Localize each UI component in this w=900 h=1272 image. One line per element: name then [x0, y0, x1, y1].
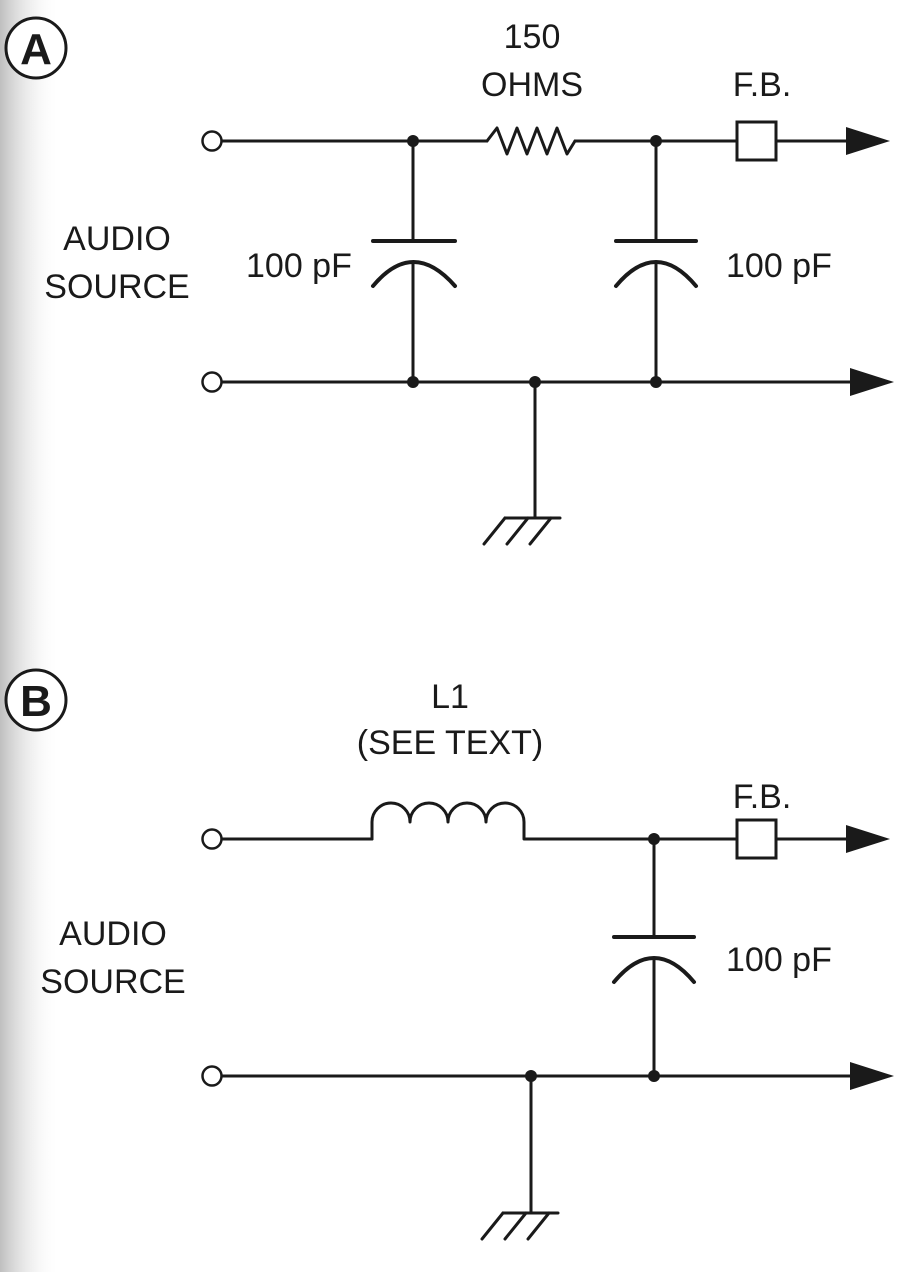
ferrite-bead-label-a: F.B.: [733, 66, 792, 104]
input-terminal-bottom-a: [201, 371, 223, 393]
junction-bottom-right-b: [648, 1070, 660, 1082]
inductor-name-label: L1: [431, 678, 469, 716]
badge-b-ring: [4, 668, 68, 732]
junction-top-right-a: [650, 135, 662, 147]
audio-source-label-a-line2: SOURCE: [44, 268, 189, 306]
input-terminal-top-b: [201, 828, 223, 850]
inductor-symbol: [370, 801, 534, 841]
input-terminal-bottom-b: [201, 1065, 223, 1087]
output-arrow-bottom-b: [850, 1062, 894, 1090]
ferrite-bead-a: [735, 120, 778, 162]
circuit-a-badge: A: [4, 16, 68, 80]
resistor-symbol: [485, 126, 577, 156]
output-arrow-top-b: [846, 825, 890, 853]
junction-top-left-a: [407, 135, 419, 147]
circuit-b-badge: B: [4, 668, 68, 732]
resistor-unit-label: OHMS: [481, 66, 583, 104]
ferrite-bead-b: [735, 818, 778, 860]
capacitor-left-label: 100 pF: [246, 247, 352, 285]
ferrite-bead-label-b: F.B.: [733, 778, 792, 816]
audio-source-label-b-line1: AUDIO: [59, 915, 167, 953]
audio-source-label-a-line1: AUDIO: [63, 220, 171, 258]
junction-bottom-right-a: [650, 376, 662, 388]
scan-edge-shading: [0, 0, 60, 1272]
output-arrow-top-a: [846, 127, 890, 155]
capacitor-label-b: 100 pF: [726, 941, 832, 979]
ground-symbol-a: [482, 380, 562, 546]
badge-a-ring: [4, 16, 68, 80]
badge-b-letter: B: [20, 677, 52, 726]
circuit-b: B L1 (SEE TEXT) F.B. AUDIO SOURCE 100 pF: [4, 668, 894, 1241]
capacitor-right-label: 100 pF: [726, 247, 832, 285]
badge-a-letter: A: [20, 25, 52, 74]
resistor-value-label: 150: [504, 18, 561, 56]
ground-symbol-b: [480, 1074, 560, 1241]
junction-top-b: [648, 833, 660, 845]
circuit-a: A 150 OHMS F.B. AUDIO SOURCE 100 pF 100 …: [4, 16, 894, 546]
output-arrow-bottom-a: [850, 368, 894, 396]
inductor-note-label: (SEE TEXT): [357, 724, 543, 762]
junction-bottom-left-a: [407, 376, 419, 388]
input-terminal-top-a: [201, 130, 223, 152]
audio-source-label-b-line2: SOURCE: [40, 963, 185, 1001]
